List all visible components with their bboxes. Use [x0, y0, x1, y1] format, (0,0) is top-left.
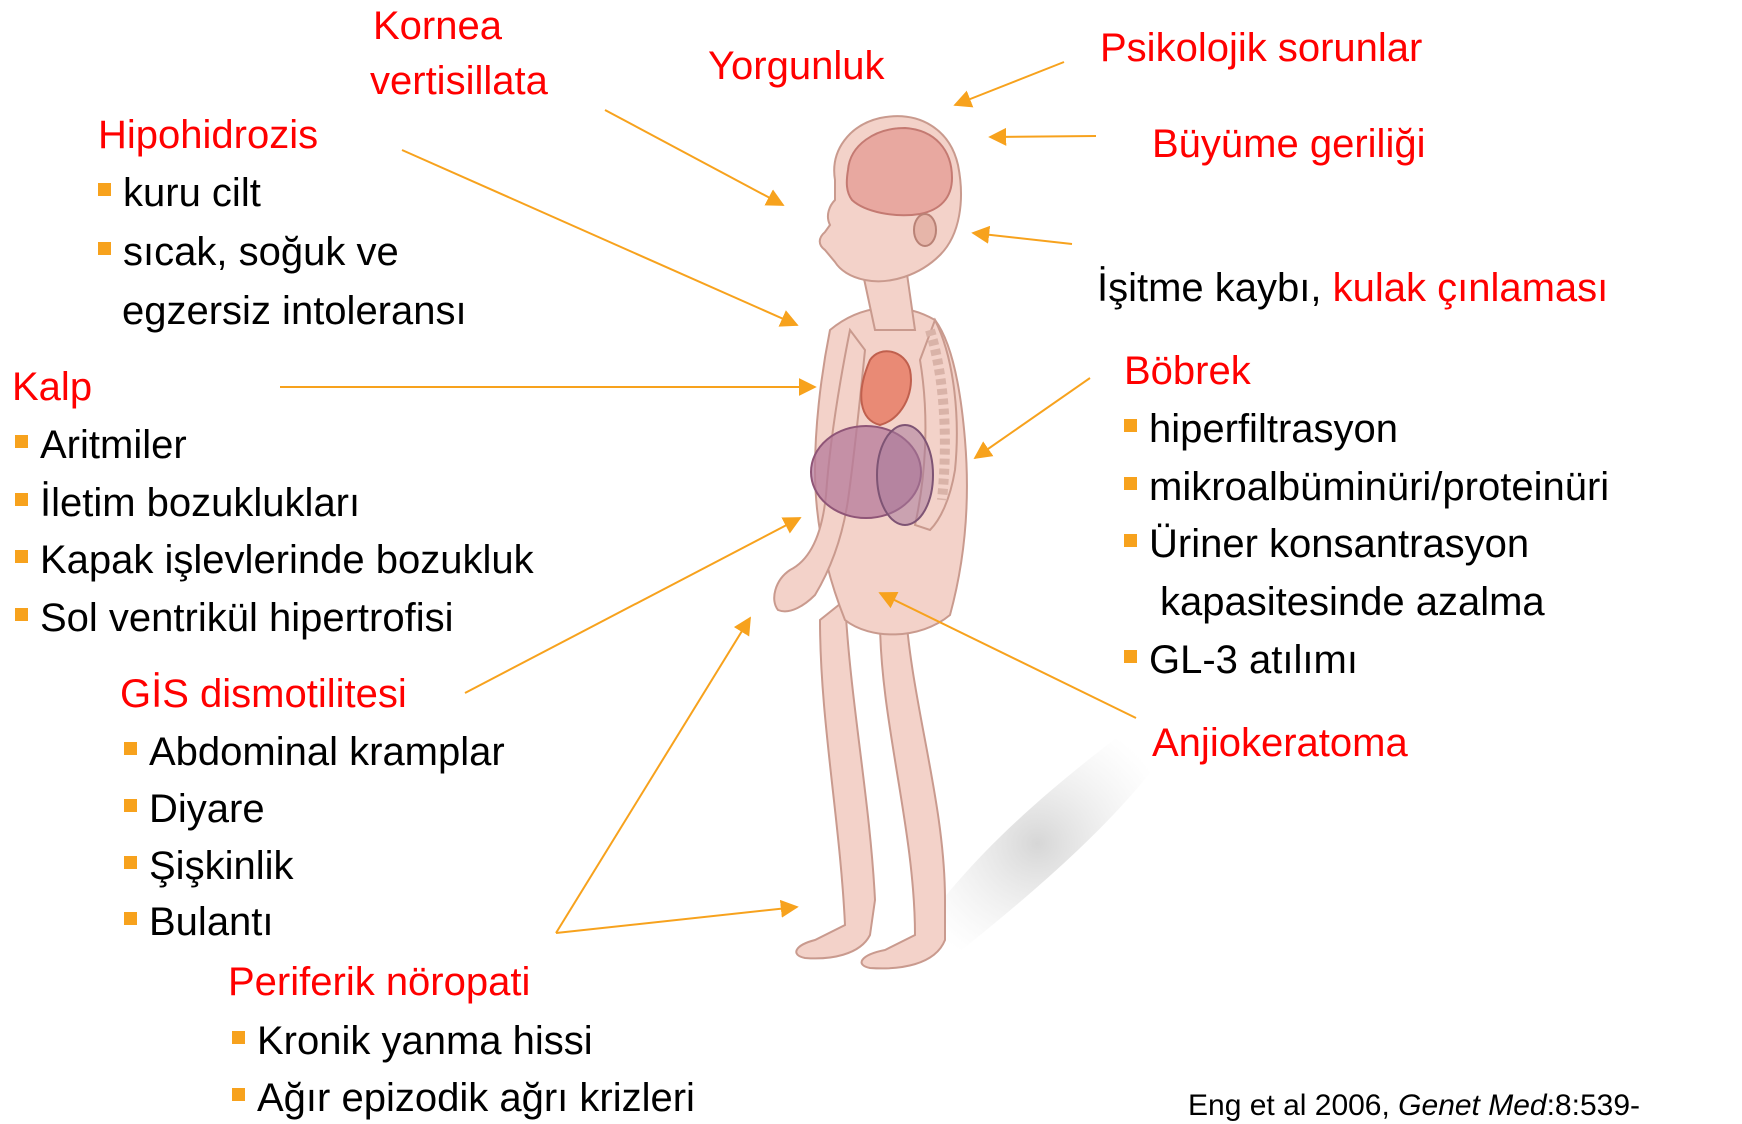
- bullet-icon: [15, 550, 28, 563]
- hipohidrozis-item-text: kuru cilt: [123, 171, 261, 215]
- bobrek-item: hiperfiltrasyon: [1124, 405, 1398, 453]
- label-isitme-red: kulak çınlaması: [1333, 266, 1609, 310]
- citation-ref: :8:539-: [1547, 1089, 1640, 1122]
- noropati-item: Kronik yanma hissi: [232, 1017, 593, 1065]
- bobrek-item-text: mikroalbüminüri/proteinüri: [1149, 465, 1609, 509]
- bobrek-continuation: kapasitesinde azalma: [1160, 578, 1545, 626]
- noropati-item: Ağır epizodik ağrı krizleri: [232, 1074, 695, 1122]
- kalp-item-text: İletim bozuklukları: [40, 481, 360, 525]
- bullet-icon: [15, 435, 28, 448]
- arrow-psikolojik: [955, 62, 1064, 105]
- bobrek-title: Böbrek: [1124, 347, 1251, 395]
- bullet-icon: [1124, 650, 1137, 663]
- arrow-kornea: [605, 110, 783, 205]
- bullet-icon: [1124, 477, 1137, 490]
- bullet-icon: [1124, 534, 1137, 547]
- gis-item: Şişkinlik: [124, 842, 293, 890]
- noropati-item-text: Kronik yanma hissi: [257, 1019, 593, 1063]
- bullet-icon: [1124, 419, 1137, 432]
- hipohidrozis-continuation: egzersiz intoleransı: [122, 287, 467, 335]
- noropati-item-text: Ağır epizodik ağrı krizleri: [257, 1076, 695, 1120]
- citation-journal: Genet Med: [1398, 1089, 1546, 1122]
- kalp-item: Aritmiler: [15, 421, 187, 469]
- label-yorgunluk: Yorgunluk: [708, 42, 884, 90]
- kalp-item-text: Aritmiler: [40, 423, 187, 467]
- pointer-arrows: [280, 62, 1136, 933]
- arrow-bobrek: [975, 378, 1090, 458]
- kalp-item: İletim bozuklukları: [15, 479, 360, 527]
- hipohidrozis-item: sıcak, soğuk ve: [98, 228, 399, 276]
- bobrek-item-text: GL-3 atılımı: [1149, 638, 1358, 682]
- gis-item-text: Bulantı: [149, 900, 274, 944]
- kalp-title: Kalp: [12, 363, 92, 411]
- bobrek-item-text: hiperfiltrasyon: [1149, 407, 1398, 451]
- kidney-shape: [877, 425, 933, 525]
- bullet-icon: [124, 912, 137, 925]
- label-kornea-line1: Kornea: [373, 2, 502, 50]
- bullet-icon: [15, 493, 28, 506]
- gis-item: Diyare: [124, 785, 265, 833]
- hipohidrozis-item-text: sıcak, soğuk ve: [123, 230, 399, 274]
- bullet-icon: [98, 242, 111, 255]
- arrow-noropati-hand: [556, 618, 750, 933]
- gis-item: Bulantı: [124, 898, 274, 946]
- kalp-item: Sol ventrikül hipertrofisi: [15, 594, 454, 642]
- bobrek-item: GL-3 atılımı: [1124, 636, 1358, 684]
- gis-title: GİS dismotilitesi: [120, 670, 407, 718]
- kalp-item-text: Sol ventrikül hipertrofisi: [40, 596, 454, 640]
- label-isitme-black: İşitme kaybı,: [1097, 266, 1333, 310]
- ear-shape: [914, 214, 936, 246]
- gis-item-text: Şişkinlik: [149, 844, 293, 888]
- arrow-noropati-foot: [556, 907, 797, 933]
- gis-item: Abdominal kramplar: [124, 728, 505, 776]
- bullet-icon: [98, 183, 111, 196]
- label-anjiokeratoma: Anjiokeratoma: [1152, 719, 1408, 767]
- bullet-icon: [124, 856, 137, 869]
- label-psikolojik: Psikolojik sorunlar: [1100, 24, 1422, 72]
- bullet-icon: [232, 1031, 245, 1044]
- gis-item-text: Diyare: [149, 787, 265, 831]
- label-isitme: İşitme kaybı, kulak çınlaması: [1097, 264, 1608, 312]
- bullet-icon: [15, 608, 28, 621]
- brain-shape: [847, 128, 952, 215]
- kalp-item-text: Kapak işlevlerinde bozukluk: [40, 538, 534, 582]
- bullet-icon: [124, 799, 137, 812]
- gis-item-text: Abdominal kramplar: [149, 730, 505, 774]
- bobrek-item-text: Üriner konsantrasyon: [1149, 522, 1529, 566]
- arrow-isitme: [973, 233, 1072, 244]
- bobrek-item: mikroalbüminüri/proteinüri: [1124, 463, 1609, 511]
- label-buyume: Büyüme geriliği: [1152, 120, 1425, 168]
- bullet-icon: [124, 742, 137, 755]
- hipohidrozis-title: Hipohidrozis: [98, 111, 318, 159]
- bobrek-item: Üriner konsantrasyon: [1124, 520, 1529, 568]
- label-kornea-line2: vertisillata: [370, 57, 548, 105]
- child-body: [774, 116, 967, 968]
- citation: Eng et al 2006, Genet Med:8:539-: [1188, 1088, 1640, 1124]
- bullet-icon: [232, 1088, 245, 1101]
- noropati-title: Periferik nöropati: [228, 958, 530, 1006]
- kalp-item: Kapak işlevlerinde bozukluk: [15, 536, 534, 584]
- arrow-buyume: [990, 136, 1096, 137]
- hipohidrozis-item: kuru cilt: [98, 169, 261, 217]
- citation-authors: Eng et al 2006,: [1188, 1089, 1398, 1122]
